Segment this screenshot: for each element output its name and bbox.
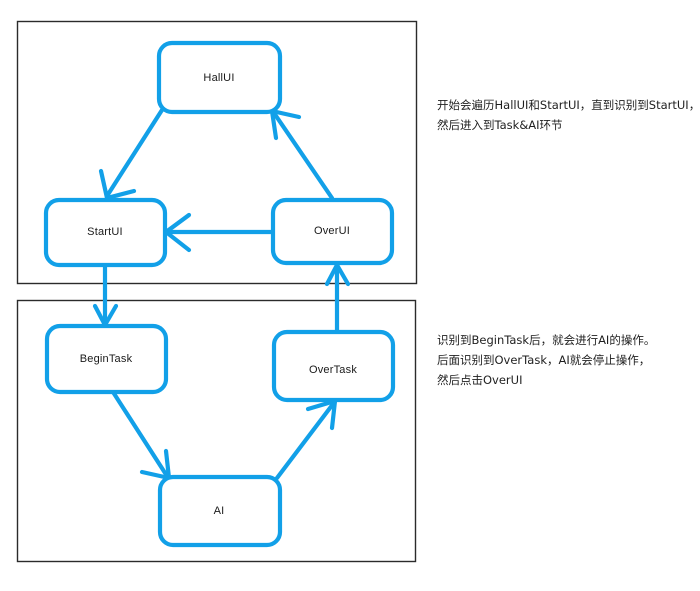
node-begintask[interactable] <box>44 323 169 395</box>
node-overui[interactable] <box>270 197 395 266</box>
edge-overtask-to-overui <box>324 262 351 333</box>
edge-hallui-to-startui <box>98 107 165 201</box>
edge-overui-to-startui <box>163 212 277 253</box>
node-startui[interactable] <box>43 197 168 268</box>
edge-ai-to-overtask <box>274 398 338 481</box>
ui-flow-panel <box>16 20 418 285</box>
edge-startui-to-begintask <box>92 259 119 328</box>
node-ai[interactable] <box>157 474 283 548</box>
edge-overui-to-hallui <box>269 108 335 201</box>
annotation-ui-flow-line-1: 开始会遍历HallUI和StartUI，直到识别到StartUI， <box>437 98 700 112</box>
node-hallui[interactable] <box>156 40 283 115</box>
annotation-task-flow-line-1: 识别到BeginTask后，就会进行AI的操作。 <box>437 333 656 347</box>
annotation-task-flow-line-3: 然后点击OverUI <box>437 373 523 387</box>
edge-begintask-to-ai <box>110 389 172 481</box>
annotation-task-flow: 识别到BeginTask后，就会进行AI的操作。 后面识别到OverTask，A… <box>437 330 655 390</box>
node-overtask[interactable] <box>271 329 396 403</box>
annotation-task-flow-line-2: 后面识别到OverTask，AI就会停止操作， <box>437 353 651 367</box>
task-ai-flow-panel <box>16 299 417 563</box>
annotation-ui-flow-line-2: 然后进入到Task&AI环节 <box>437 118 563 132</box>
annotation-ui-flow: 开始会遍历HallUI和StartUI，直到识别到StartUI， 然后进入到T… <box>437 95 700 135</box>
